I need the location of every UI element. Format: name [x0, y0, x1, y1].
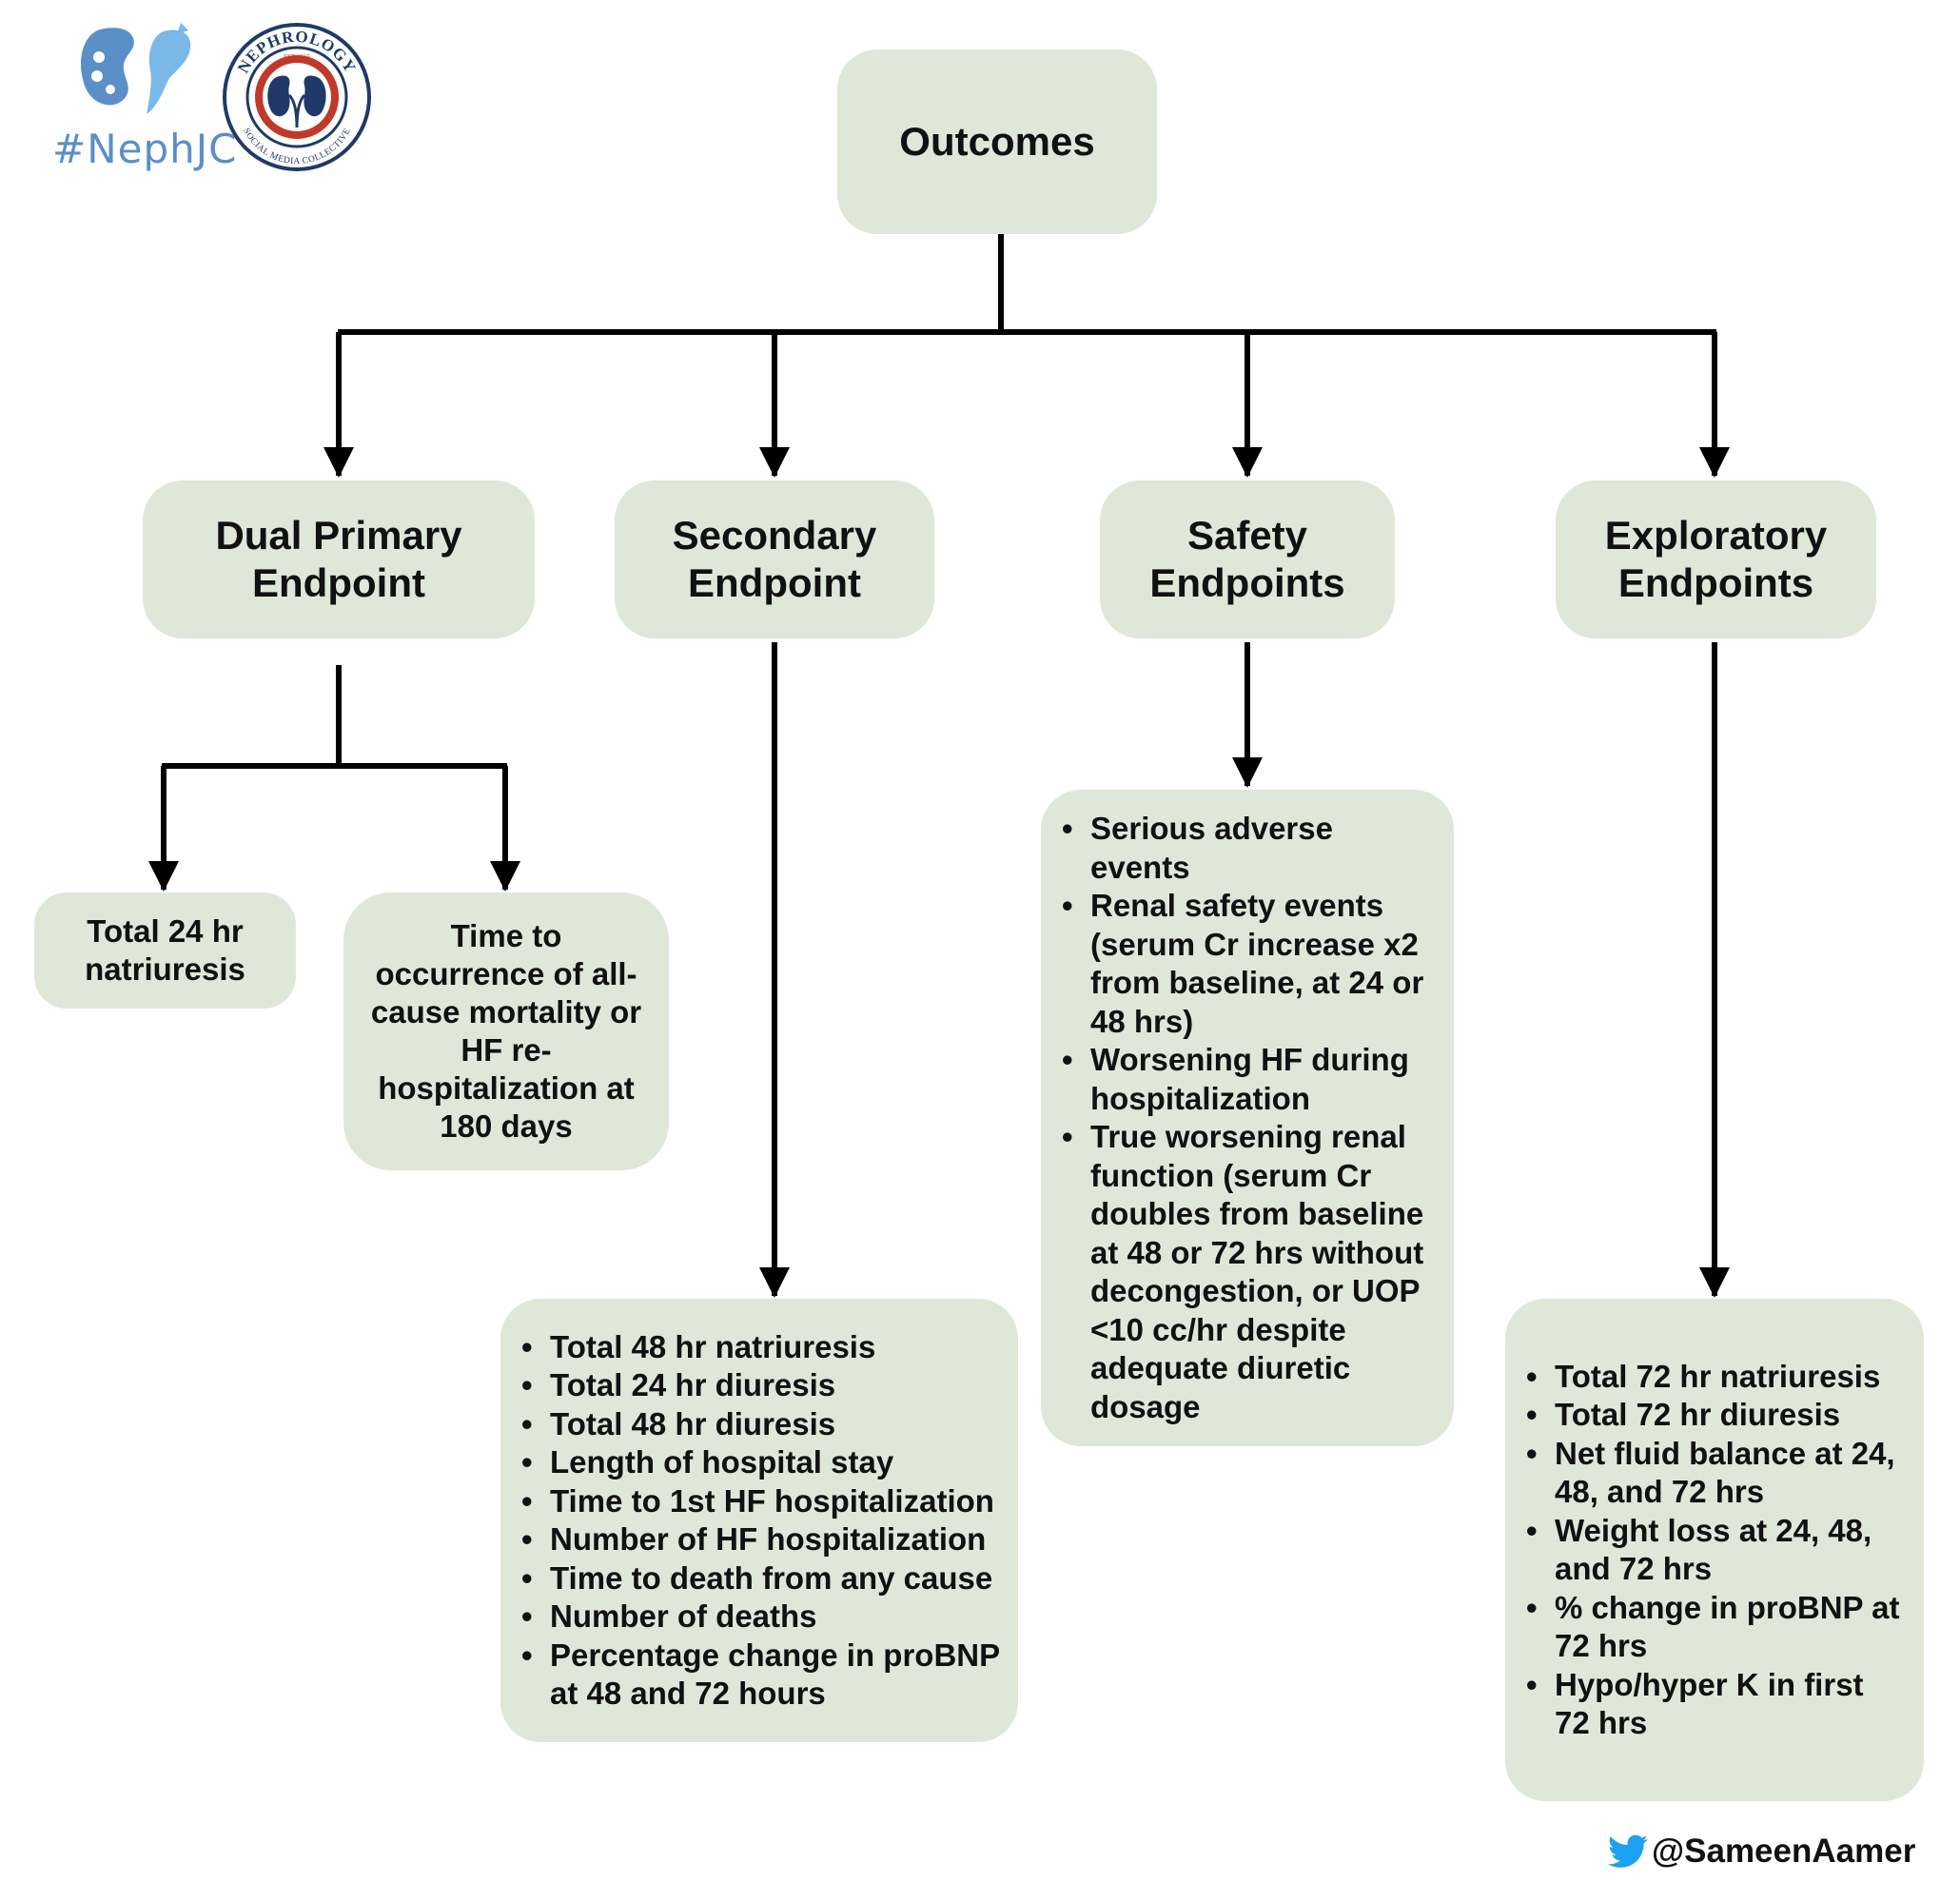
arrowhead-safety — [1232, 447, 1263, 478]
secondary-endpoints-list-box: Total 48 hr natriuresis Total 24 hr diur… — [500, 1299, 1018, 1742]
seal-est-text: EST 2015 — [284, 53, 311, 61]
nephjc-logo: #NephJC — [52, 21, 236, 178]
exploratory-endpoints-list: Total 72 hr natriuresis Total 72 hr diur… — [1522, 1358, 1907, 1743]
list-item: Percentage change in proBNP at 48 and 72… — [521, 1637, 1007, 1714]
arrowhead-primary-leaf-2 — [490, 861, 520, 892]
list-item: Total 48 hr diuresis — [521, 1405, 1007, 1444]
list-item: Total 24 hr diuresis — [521, 1366, 1007, 1405]
list-item: % change in proBNP at 72 hrs — [1526, 1589, 1907, 1666]
exploratory-endpoints-list-box: Total 72 hr natriuresis Total 72 hr diur… — [1505, 1299, 1924, 1801]
twitter-handle: @SameenAamer — [1652, 1833, 1916, 1870]
primary-leaf-mortality-rehospitalization: Time to occurrence of all-cause mortalit… — [343, 892, 669, 1170]
list-item: Total 72 hr natriuresis — [1526, 1358, 1907, 1397]
category-label: Secondary Endpoint — [672, 513, 877, 605]
twitter-credit: @SameenAamer — [1608, 1833, 1915, 1871]
list-item: Length of hospital stay — [521, 1443, 1007, 1482]
list-item: Weight loss at 24, 48, and 72 hrs — [1526, 1512, 1907, 1589]
category-label: Exploratory Endpoints — [1604, 513, 1828, 605]
safety-endpoints-list-box: Serious adverse events Renal safety even… — [1041, 790, 1454, 1446]
exploratory-endpoints-node: Exploratory Endpoints — [1556, 480, 1876, 638]
safety-endpoints-list: Serious adverse events Renal safety even… — [1058, 810, 1437, 1426]
list-item: Worsening HF during hospitalization — [1062, 1041, 1437, 1118]
category-label: Dual Primary Endpoint — [215, 513, 462, 605]
nephjc-hashtag: #NephJC — [52, 126, 238, 172]
leaf-text: Time to occurrence of all-cause mortalit… — [370, 918, 642, 1144]
kidney-ureter-icon — [80, 23, 191, 114]
safety-endpoints-node: Safety Endpoints — [1100, 480, 1395, 638]
list-item: Total 72 hr diuresis — [1526, 1396, 1907, 1435]
list-item: Total 48 hr natriuresis — [521, 1328, 1007, 1367]
arrowhead-exploratory-list — [1699, 1267, 1730, 1298]
secondary-endpoints-list: Total 48 hr natriuresis Total 24 hr diur… — [518, 1328, 1007, 1714]
arrowhead-exploratory — [1699, 447, 1730, 478]
list-item: Number of deaths — [521, 1598, 1007, 1637]
arrowhead-primary-leaf-1 — [148, 861, 179, 892]
outcomes-root-node: Outcomes — [837, 49, 1157, 234]
list-item: Renal safety events (serum Cr increase x… — [1062, 887, 1437, 1041]
list-item: Time to death from any cause — [521, 1559, 1007, 1598]
outcomes-label: Outcomes — [899, 119, 1095, 164]
category-label: Safety Endpoints — [1149, 513, 1345, 605]
arrowhead-safety-list — [1232, 757, 1263, 788]
secondary-endpoint-node: Secondary Endpoint — [615, 480, 934, 638]
list-item: Net fluid balance at 24, 48, and 72 hrs — [1526, 1435, 1907, 1512]
list-item: Time to 1st HF hospitalization — [521, 1482, 1007, 1521]
arrowhead-secondary-list — [759, 1267, 790, 1298]
list-item: Number of HF hospitalization — [521, 1520, 1007, 1559]
arrowhead-secondary — [759, 447, 790, 478]
list-item: Hypo/hyper K in first 72 hrs — [1526, 1666, 1907, 1743]
nephrology-smc-seal-logo: NEPHROLOGY SOCIAL MEDIA COLLECTIVE EST 2… — [223, 23, 371, 171]
list-item: Serious adverse events — [1062, 810, 1437, 887]
arrowhead-primary — [323, 447, 354, 478]
primary-leaf-natriuresis: Total 24 hr natriuresis — [34, 892, 296, 1009]
twitter-bird-icon — [1608, 1834, 1648, 1868]
list-item: True worsening renal function (serum Cr … — [1062, 1118, 1437, 1426]
dual-primary-endpoint-node: Dual Primary Endpoint — [143, 480, 535, 638]
leaf-text: Total 24 hr natriuresis — [85, 913, 245, 987]
